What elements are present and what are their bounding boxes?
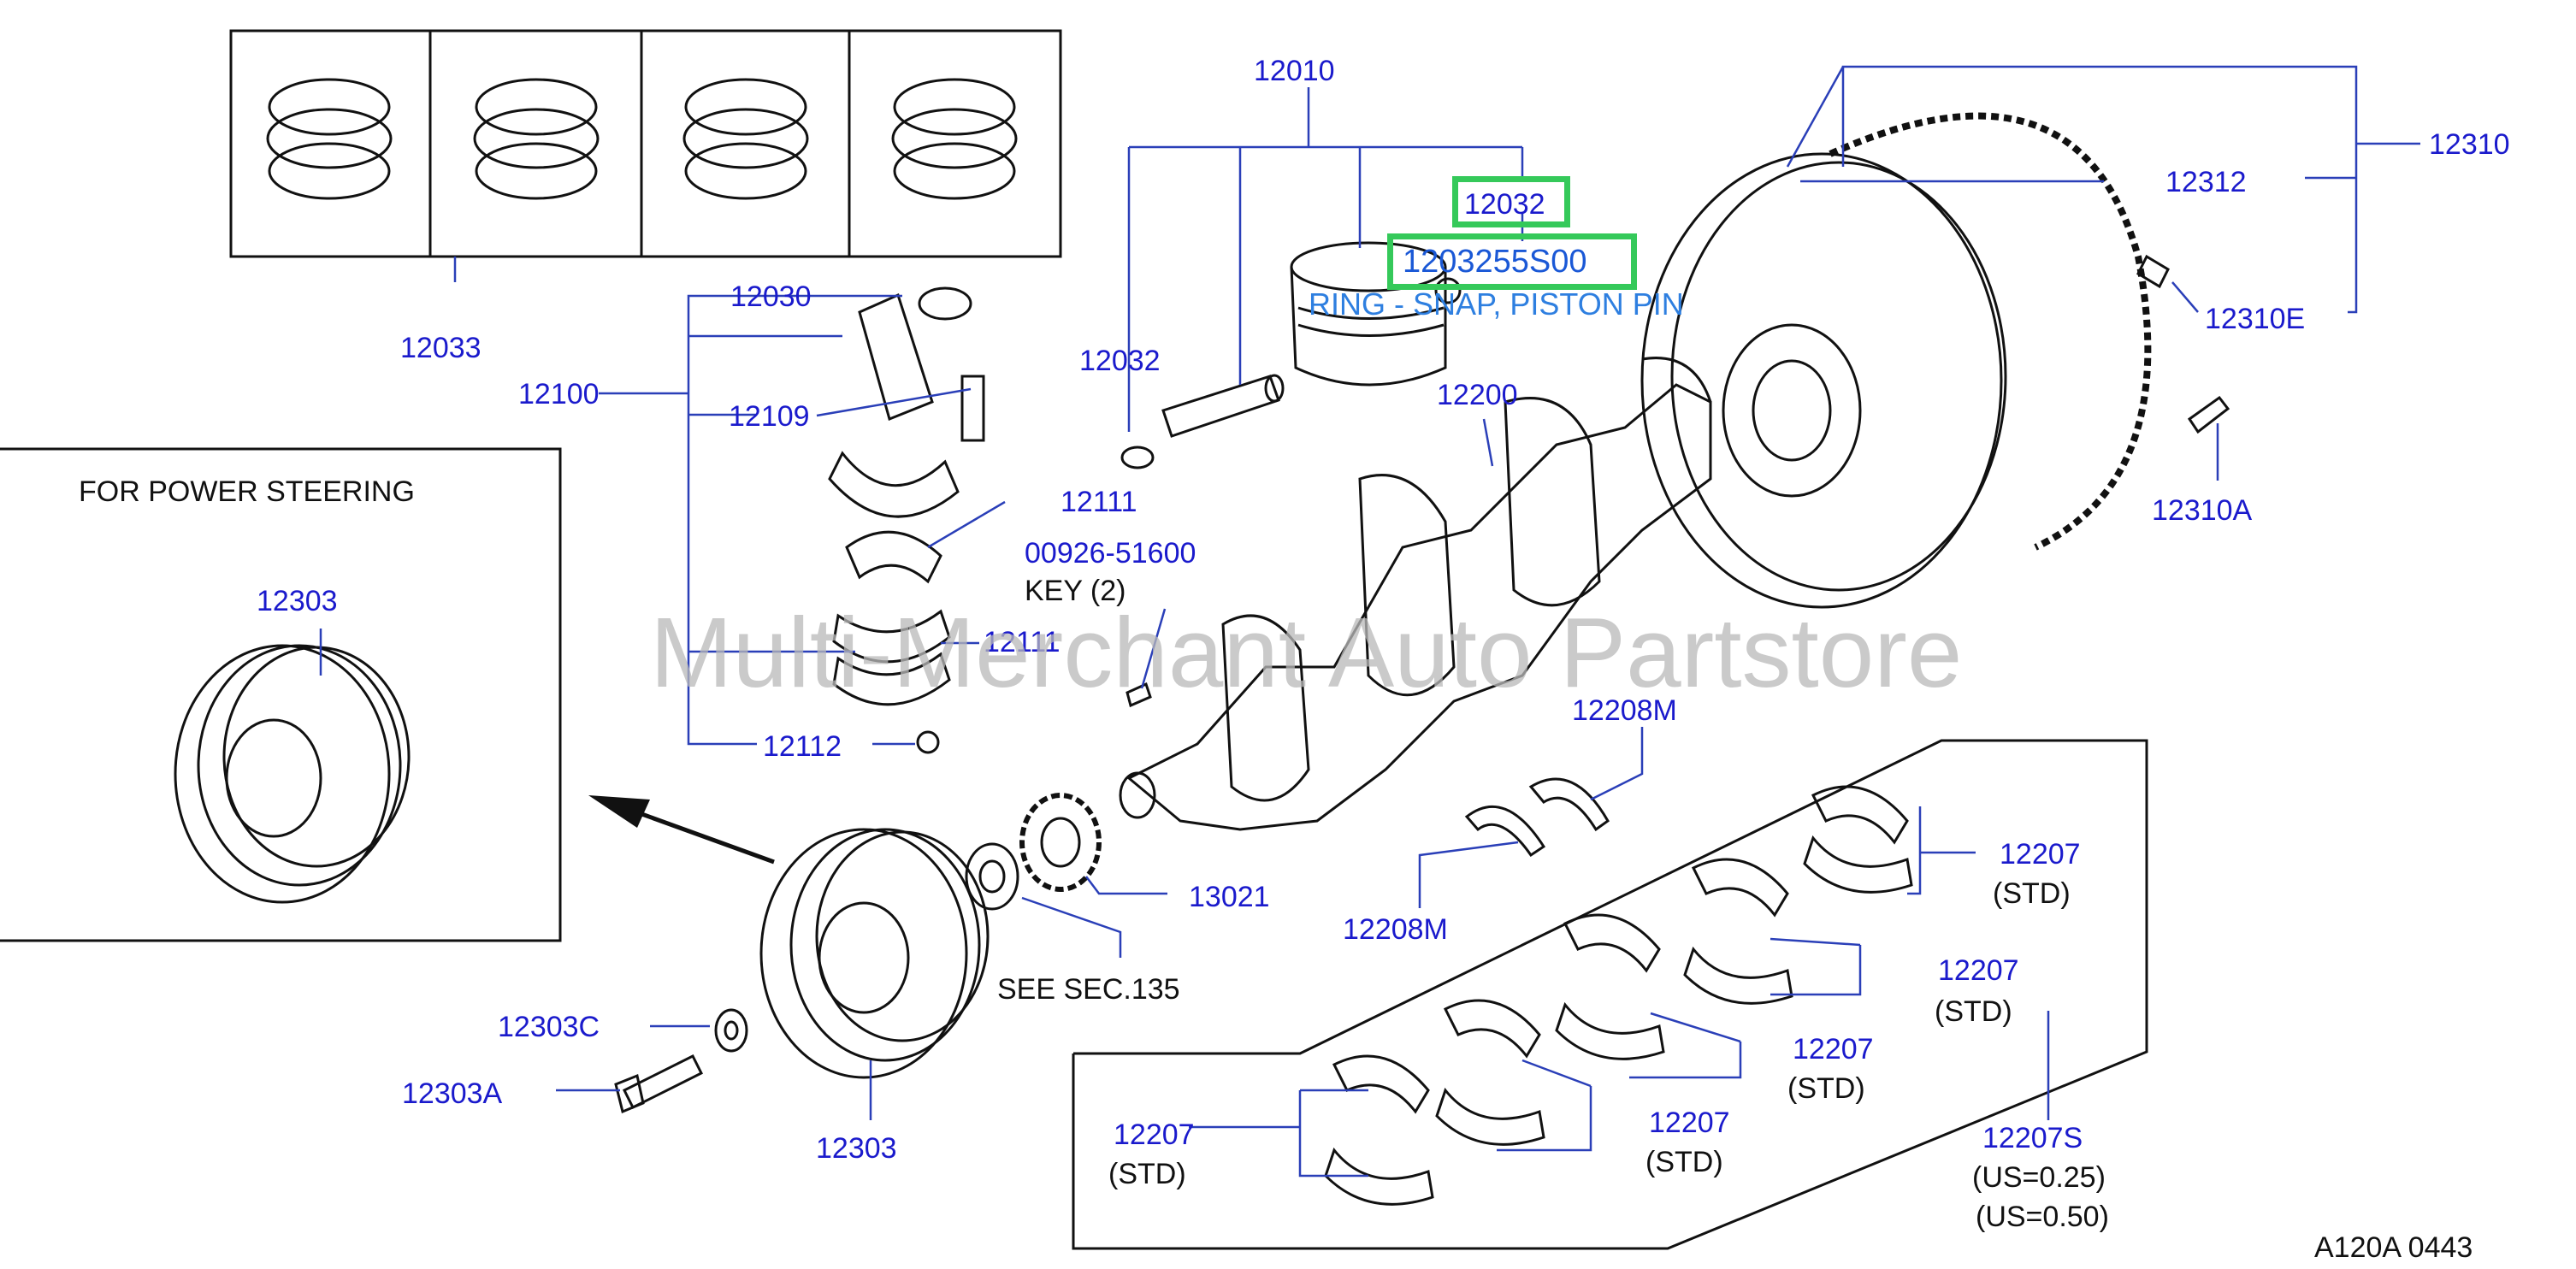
part-label-12303C[interactable]: 12303C — [498, 1011, 600, 1043]
std-note-2: (STD) — [1935, 995, 2012, 1028]
part-label-12310A[interactable]: 12310A — [2152, 494, 2253, 527]
thrust-washer-icon — [1464, 805, 1546, 858]
main-bearing-icon — [1555, 913, 1665, 1060]
flywheel-icon — [1640, 112, 2152, 609]
piston-ring-icon — [682, 78, 809, 200]
part-label-12111[interactable]: 12111 — [1061, 486, 1137, 518]
snap-ring-icon — [1434, 277, 1462, 304]
part-label-12207-4[interactable]: 12207 — [1649, 1107, 1730, 1139]
part-label-12207-2[interactable]: 12207 — [1938, 954, 2019, 987]
part-label-12303[interactable]: 12303 — [816, 1132, 897, 1165]
part-label-12310[interactable]: 12310 — [2429, 128, 2510, 161]
direction-arrow — [588, 795, 775, 865]
part-label-12033[interactable]: 12033 — [400, 332, 482, 364]
undersize-note-025: (US=0.25) — [1972, 1161, 2106, 1194]
piston-icon — [1290, 241, 1447, 387]
rod-bearing-icon — [832, 652, 951, 706]
washer-icon — [714, 1008, 748, 1053]
main-bearing-icon — [1803, 785, 1913, 894]
part-label-12032[interactable]: 12032 — [1079, 345, 1161, 377]
main-bearing-icon — [1435, 999, 1545, 1146]
part-label-12208M[interactable]: 12208M — [1572, 694, 1677, 727]
snap-ring-icon — [1120, 446, 1155, 469]
undersize-note-050: (US=0.50) — [1976, 1201, 2109, 1233]
part-label-12032-highlighted[interactable]: 12032 — [1464, 188, 1545, 221]
part-label-12112[interactable]: 12112 — [763, 730, 842, 763]
see-section-note: SEE SEC.135 — [997, 973, 1180, 1006]
selected-part-description: RING - SNAP, PISTON PIN — [1309, 286, 1684, 322]
std-note-3: (STD) — [1787, 1072, 1865, 1105]
inset-title: FOR POWER STEERING — [79, 475, 415, 508]
connecting-rod-icon — [828, 286, 972, 518]
rod-bolt-icon — [960, 375, 985, 442]
part-label-12010[interactable]: 12010 — [1254, 55, 1335, 87]
dowel-pin-icon — [2136, 254, 2170, 289]
part-label-12207S[interactable]: 12207S — [1982, 1122, 2083, 1154]
highlight-part-number-box[interactable] — [1387, 233, 1637, 290]
flywheel-bolt-icon — [2187, 395, 2230, 434]
part-label-12310E[interactable]: 12310E — [2205, 303, 2306, 335]
part-label-12312[interactable]: 12312 — [2165, 166, 2247, 198]
crankshaft-icon — [1119, 357, 1712, 831]
piston-ring-set-box — [229, 29, 1062, 258]
rod-bearing-icon — [832, 609, 951, 664]
part-label-12208M-lower[interactable]: 12208M — [1343, 913, 1448, 946]
part-label-12109[interactable]: 12109 — [729, 400, 810, 433]
part-label-12207-5[interactable]: 12207 — [1114, 1118, 1195, 1151]
rod-bearing-icon — [845, 530, 942, 584]
thrust-washer-icon — [1528, 777, 1610, 832]
main-bearing-icon — [1324, 1054, 1434, 1206]
diagram-code: A120A 0443 — [2314, 1231, 2473, 1264]
watermark: Multi-Merchant Auto Partstore — [650, 597, 1963, 708]
part-label-12100[interactable]: 12100 — [518, 378, 600, 410]
part-label-12303A[interactable]: 12303A — [402, 1077, 503, 1110]
crank-pulley-icon — [174, 644, 411, 904]
crank-pulley-icon — [759, 828, 990, 1079]
part-label-12111-lower[interactable]: 12111 — [984, 626, 1061, 658]
part-label-12207-3[interactable]: 12207 — [1793, 1033, 1874, 1065]
std-note-1: (STD) — [1993, 877, 2071, 910]
part-label-12030[interactable]: 12030 — [730, 280, 812, 313]
part-label-00926-51600[interactable]: 00926-51600 — [1025, 537, 1196, 570]
highlight-ref-box[interactable] — [1452, 176, 1570, 227]
crank-sprocket-icon — [1019, 793, 1102, 892]
nut-icon — [916, 730, 940, 754]
part-label-12200[interactable]: 12200 — [1437, 379, 1518, 411]
selected-part-number[interactable]: 1203255S00 — [1403, 244, 1587, 280]
piston-pin-icon — [1161, 374, 1285, 438]
pulley-bolt-icon — [614, 1054, 704, 1114]
spacer-icon — [965, 842, 1019, 911]
piston-ring-icon — [473, 78, 600, 200]
power-steering-inset — [0, 447, 562, 942]
leader-lines — [319, 65, 2420, 1178]
piston-ring-icon — [266, 78, 393, 200]
key-icon — [1126, 682, 1152, 708]
part-label-13021[interactable]: 13021 — [1189, 881, 1270, 913]
piston-ring-icon — [891, 78, 1018, 200]
part-label-12303-inset[interactable]: 12303 — [257, 585, 338, 617]
main-bearing-box — [1072, 739, 2148, 1250]
std-note-4: (STD) — [1645, 1146, 1723, 1178]
part-label-12207-1[interactable]: 12207 — [2000, 838, 2081, 871]
main-bearing-icon — [1683, 858, 1793, 1005]
key-note: KEY (2) — [1025, 575, 1126, 607]
std-note-5: (STD) — [1108, 1158, 1186, 1190]
